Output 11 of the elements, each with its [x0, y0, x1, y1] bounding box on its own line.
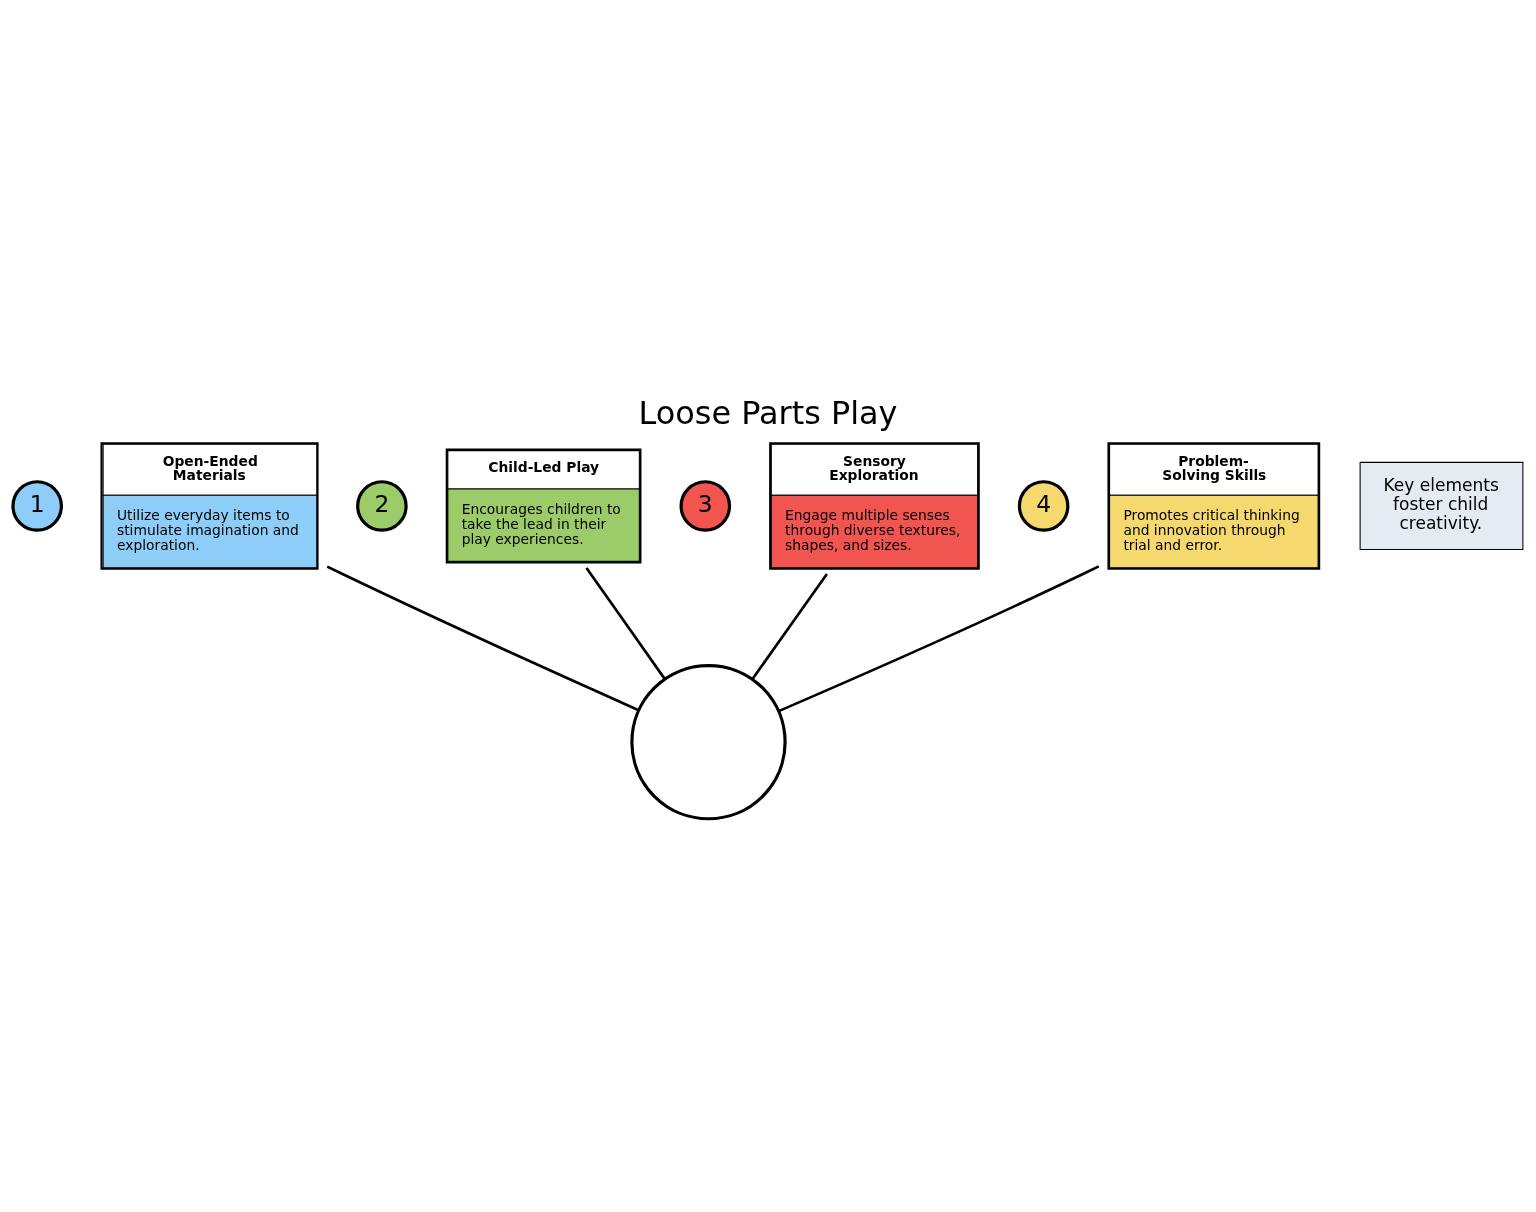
diagram-title: Loose Parts Play [638, 393, 898, 432]
node-circle: 4 [1017, 479, 1070, 532]
connector [751, 572, 828, 680]
connector [585, 566, 666, 680]
node-circle [630, 663, 787, 820]
node-circle: 1 [11, 479, 63, 532]
connector [326, 564, 640, 711]
node-circle: 3 [679, 479, 732, 532]
node-circle: 2 [356, 479, 408, 532]
node-box: Key elements foster child creativity. [1359, 461, 1524, 550]
connector [778, 564, 1100, 712]
